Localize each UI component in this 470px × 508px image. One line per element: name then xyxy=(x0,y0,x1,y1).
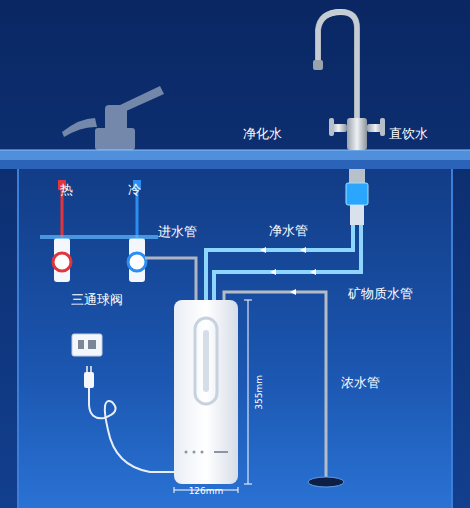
angle-valves xyxy=(40,180,158,282)
inlet-pipe xyxy=(145,258,196,302)
dimension: 126mm xyxy=(189,486,224,497)
outlet-label: 净化水 xyxy=(243,126,282,142)
valve-label: 冷 xyxy=(128,182,141,198)
cabinet xyxy=(18,168,452,508)
dimension: 355mm xyxy=(254,375,265,410)
power-socket xyxy=(72,334,174,472)
drain-pipe xyxy=(224,292,326,478)
outlet-label: 直饮水 xyxy=(389,126,428,142)
dimension-lines xyxy=(174,300,252,493)
part-label: 三通球阀 xyxy=(71,292,123,308)
countertop xyxy=(0,150,470,160)
pipe-label: 浓水管 xyxy=(341,375,380,391)
drain xyxy=(308,477,344,487)
sink-faucet xyxy=(62,86,164,150)
dispenser-faucet xyxy=(313,12,385,225)
pipe-label: 进水管 xyxy=(158,224,197,240)
pipe-label: 矿物质水管 xyxy=(348,286,413,302)
purifier-unit xyxy=(174,300,238,484)
valve-label: 热 xyxy=(60,182,73,198)
pipe-label: 净水管 xyxy=(269,223,308,239)
